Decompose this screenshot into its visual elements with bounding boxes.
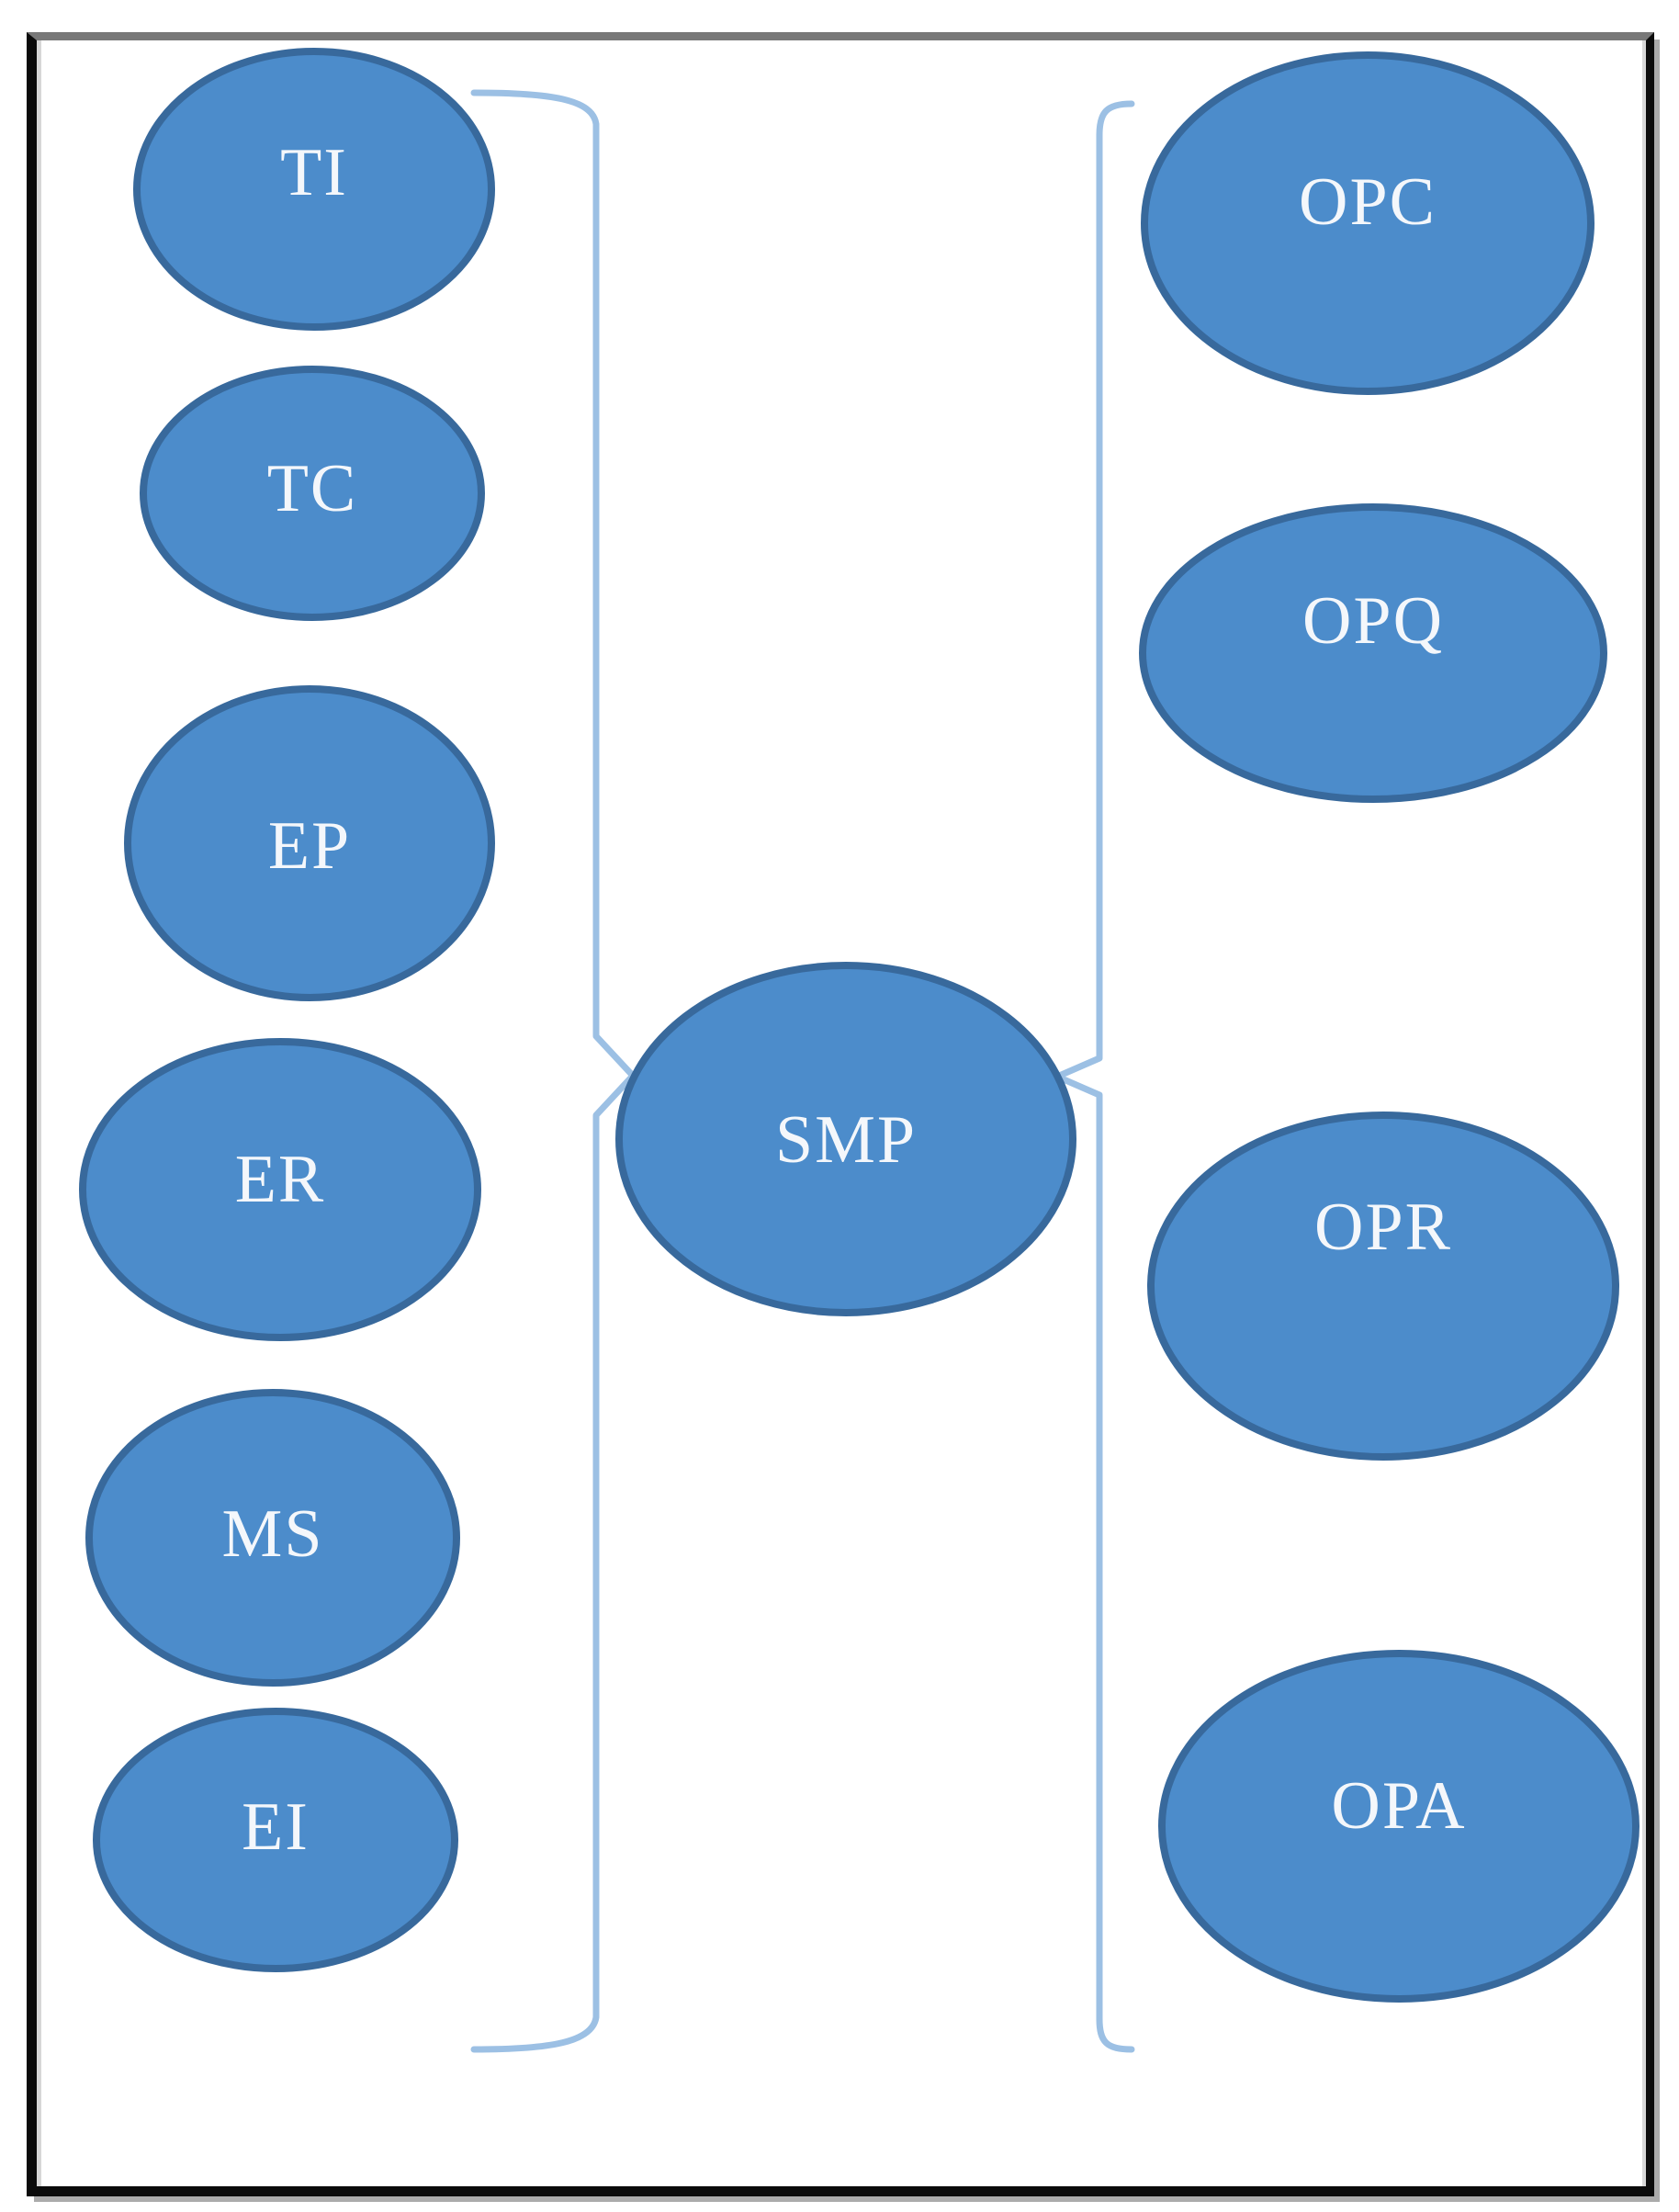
page-border-frame (27, 32, 1654, 2196)
left-brace (470, 89, 637, 2053)
node-opq-label: OPQ (1302, 583, 1444, 659)
right-brace (1054, 100, 1135, 2053)
node-opc: OPC (1141, 51, 1594, 395)
node-ep-ellipse (124, 685, 495, 1001)
node-opq: OPQ (1139, 503, 1607, 803)
node-tc-ellipse (140, 366, 485, 621)
node-opa-label: OPA (1331, 1768, 1466, 1844)
node-ti-label: TI (280, 135, 348, 210)
node-opc-ellipse (1141, 51, 1594, 395)
node-opr-label: OPR (1314, 1190, 1452, 1265)
node-ms-label: MS (222, 1496, 324, 1572)
node-ei: EI (93, 1708, 458, 1972)
node-tc-label: TC (267, 451, 358, 526)
node-er-ellipse (79, 1038, 481, 1341)
node-opc-label: OPC (1299, 164, 1437, 240)
node-ti: TI (133, 48, 495, 331)
node-opr-ellipse (1147, 1112, 1619, 1461)
node-opa-ellipse (1158, 1650, 1640, 2003)
node-opr: OPR (1147, 1112, 1619, 1461)
node-ti-ellipse (133, 48, 495, 331)
node-er-label: ER (235, 1142, 326, 1217)
node-smp: SMP (615, 962, 1076, 1316)
node-ei-label: EI (242, 1789, 310, 1865)
node-smp-label: SMP (775, 1102, 917, 1178)
node-ms: MS (85, 1389, 460, 1687)
node-ei-ellipse (93, 1708, 458, 1972)
node-ep: EP (124, 685, 495, 1001)
node-opq-ellipse (1139, 503, 1607, 803)
node-opa: OPA (1158, 1650, 1640, 2003)
node-tc: TC (140, 366, 485, 621)
node-er: ER (79, 1038, 481, 1341)
node-smp-ellipse (615, 962, 1076, 1316)
node-ep-label: EP (268, 808, 351, 884)
node-ms-ellipse (85, 1389, 460, 1687)
